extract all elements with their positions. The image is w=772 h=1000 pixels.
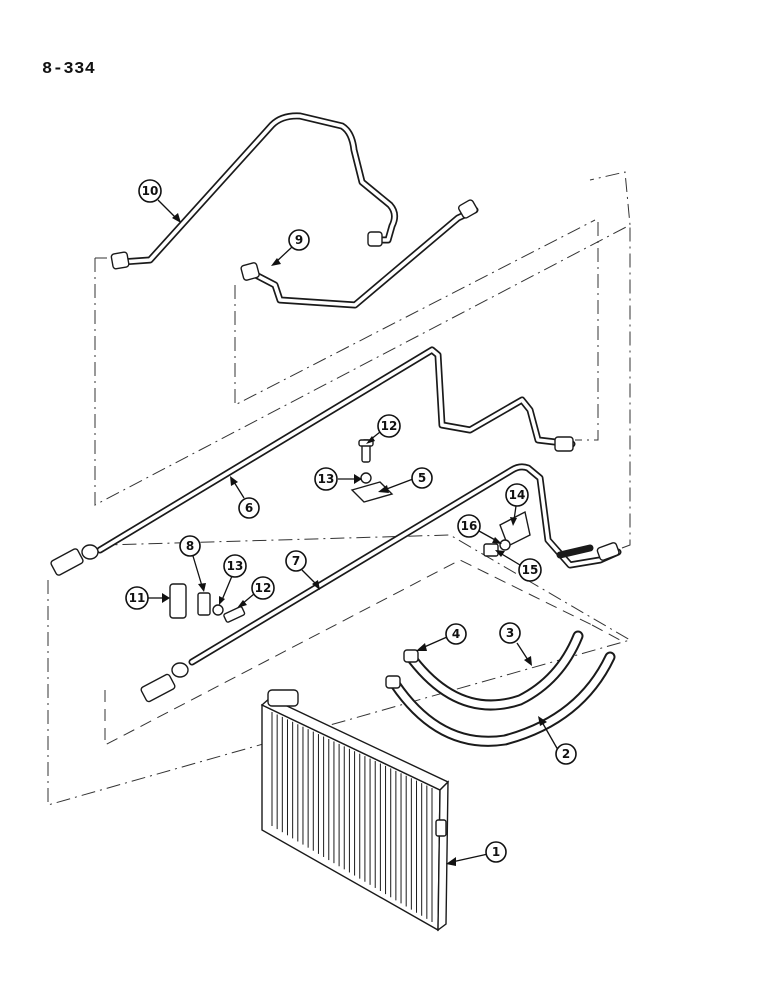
callout-13-lower[interactable]: 13: [219, 554, 247, 605]
callout-4[interactable]: 4: [416, 623, 467, 651]
callout-label-9: 9: [295, 233, 303, 247]
callout-label-6: 6: [245, 501, 253, 515]
callout-3[interactable]: 3: [499, 622, 532, 666]
callout-16[interactable]: 16: [457, 514, 502, 544]
callout-7[interactable]: 7: [285, 550, 320, 590]
assembly-dashed-lines: [47, 171, 632, 806]
callout-1[interactable]: 1: [446, 841, 507, 866]
callout-11[interactable]: 11: [125, 586, 170, 610]
hardware: [169, 439, 531, 623]
callout-label-15: 15: [522, 563, 539, 577]
hoses: [385, 630, 616, 747]
callout-15[interactable]: 15: [495, 550, 542, 582]
page-number: 8-334: [42, 60, 96, 79]
callout-label-5: 5: [418, 471, 426, 485]
callout-label-12-lower: 12: [255, 581, 272, 595]
callout-label-8: 8: [186, 539, 194, 553]
tube-short: [240, 199, 479, 309]
callout-label-12-upper: 12: [381, 419, 398, 433]
callout-8[interactable]: 8: [179, 535, 206, 592]
callout-10[interactable]: 10: [138, 179, 181, 223]
callout-2[interactable]: 2: [538, 716, 577, 765]
callout-label-14: 14: [509, 488, 526, 502]
callout-label-13-lower: 13: [227, 559, 244, 573]
callout-label-10: 10: [142, 184, 159, 198]
callout-14[interactable]: 14: [505, 483, 529, 526]
tube-top: [110, 112, 399, 270]
callout-6[interactable]: 6: [230, 476, 260, 519]
callout-label-11: 11: [129, 591, 146, 605]
callout-5[interactable]: 5: [378, 467, 433, 493]
tube-upper: [50, 346, 576, 576]
callout-label-1: 1: [492, 845, 500, 859]
callout-12-lower[interactable]: 12: [237, 576, 275, 608]
callout-label-4: 4: [452, 627, 460, 641]
callout-9[interactable]: 9: [271, 229, 310, 266]
callout-label-7: 7: [292, 554, 300, 568]
callouts: 1 2 3 4: [125, 179, 577, 866]
callout-label-3: 3: [506, 626, 514, 640]
tube-lower: [140, 463, 622, 703]
callout-label-2: 2: [562, 747, 570, 761]
callout-12-upper[interactable]: 12: [366, 414, 401, 444]
condenser: [260, 689, 450, 932]
callout-label-13-upper: 13: [318, 472, 335, 486]
callout-label-16: 16: [461, 519, 478, 533]
callout-13-upper[interactable]: 13: [314, 467, 362, 491]
